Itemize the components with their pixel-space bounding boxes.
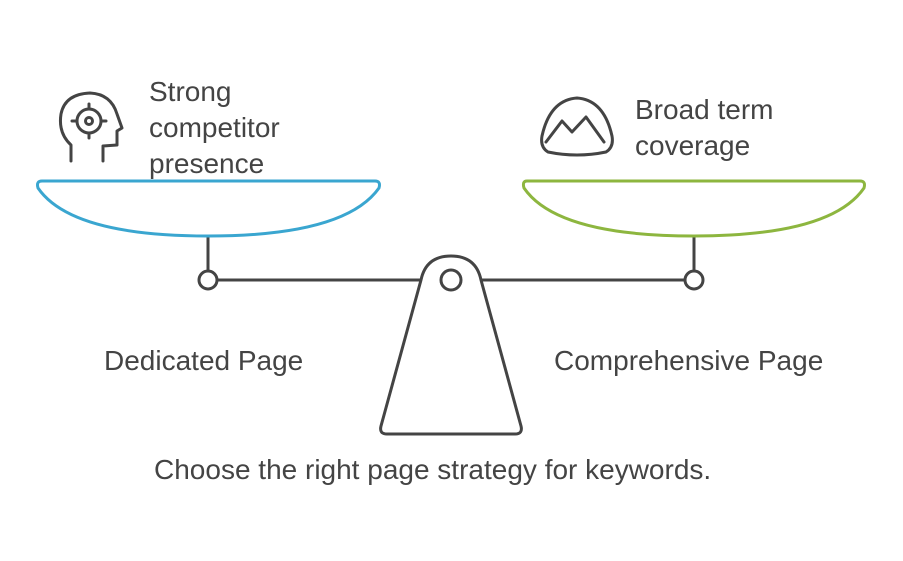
left-caption: Dedicated Page: [104, 345, 304, 376]
left-pivot: [197, 269, 219, 291]
left-text-line-1: Strong: [149, 76, 232, 107]
right-caption: Comprehensive Page: [554, 345, 824, 376]
right-pan: [521, 179, 866, 238]
left-pan: [36, 179, 381, 238]
diagram-footer-text: Choose the right page strategy for keywo…: [154, 454, 712, 485]
left-text-line-3: presence: [149, 148, 265, 179]
fulcrum-base: [379, 254, 523, 436]
right-text-line-2: coverage: [635, 130, 751, 161]
head-target-icon: [59, 91, 124, 163]
left-pan-description: Strong competitor presence: [149, 74, 280, 182]
fulcrum-pivot: [439, 268, 463, 292]
right-text-line-1: Broad term: [635, 94, 774, 125]
mountain-dome-icon: [540, 96, 614, 157]
left-text-line-2: competitor: [149, 112, 280, 143]
right-pan-description: Broad term coverage: [635, 92, 774, 164]
right-pivot: [683, 269, 705, 291]
